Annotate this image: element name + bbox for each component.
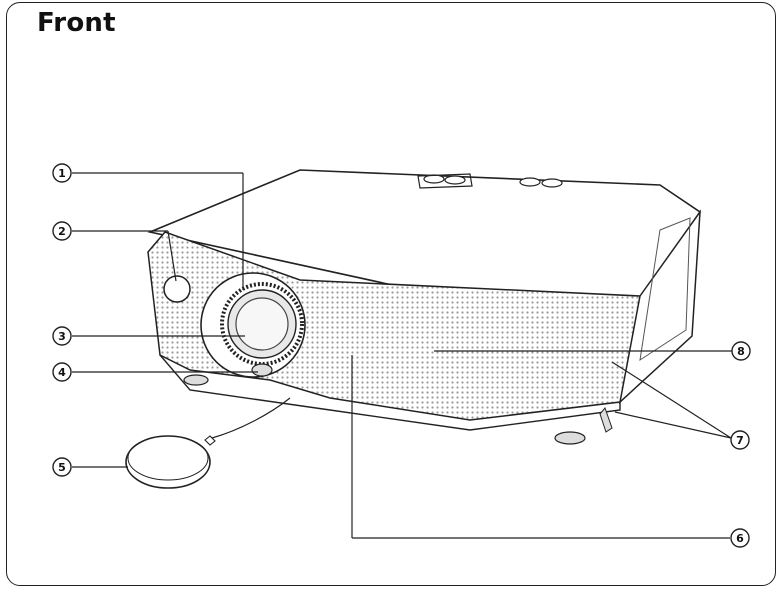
svg-text:4: 4 — [58, 366, 66, 379]
foot-left — [183, 374, 209, 386]
top-control-panel — [417, 173, 563, 189]
svg-text:8: 8 — [737, 345, 745, 358]
leader-line-7b — [614, 411, 732, 439]
callout-1: 1 — [52, 163, 72, 183]
callout-6: 6 — [730, 528, 750, 548]
svg-text:1: 1 — [58, 167, 66, 180]
svg-text:2: 2 — [58, 225, 66, 238]
callout-3: 3 — [52, 326, 72, 346]
lens-shift-dial — [251, 363, 273, 377]
foot-right — [554, 431, 586, 445]
callout-8: 8 — [731, 341, 751, 361]
lens-cap-string — [211, 397, 291, 439]
svg-text:5: 5 — [58, 461, 66, 474]
callout-5: 5 — [52, 457, 72, 477]
callout-2: 2 — [52, 221, 72, 241]
svg-text:3: 3 — [58, 330, 66, 343]
page-title: Front — [37, 8, 116, 38]
leader-line-7a — [611, 361, 732, 439]
lens-cap — [125, 397, 291, 489]
lens-assembly — [200, 272, 306, 378]
callout-4: 4 — [52, 362, 72, 382]
callout-7: 7 — [730, 430, 750, 450]
svg-text:6: 6 — [736, 532, 744, 545]
infrared-receiver — [163, 275, 191, 303]
svg-text:7: 7 — [736, 434, 744, 447]
